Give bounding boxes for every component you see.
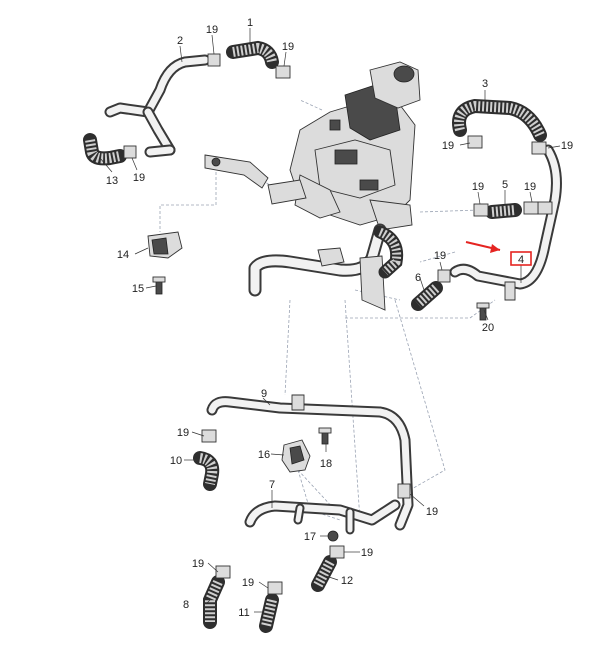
leader-lines — [99, 28, 561, 613]
callout-19-i: 19 — [177, 427, 189, 439]
callout-3: 3 — [482, 78, 488, 90]
part-14-holder — [147, 231, 183, 259]
callout-19-j: 19 — [426, 506, 438, 518]
callout-19-h: 19 — [133, 172, 145, 184]
callout-11: 11 — [238, 607, 249, 619]
expansion-tank-assembly — [204, 61, 421, 311]
part-17-nut — [327, 530, 339, 542]
callout-15: 15 — [132, 283, 144, 295]
callout-19-g: 19 — [434, 250, 446, 262]
callout-19-l: 19 — [192, 558, 204, 570]
callout-20: 20 — [482, 322, 494, 334]
highlight-box — [510, 251, 532, 266]
part-4-pipe — [449, 144, 562, 301]
part-16-clip — [281, 439, 311, 473]
callout-12: 12 — [341, 575, 353, 587]
callout-19-b: 19 — [282, 41, 294, 53]
callout-10: 10 — [170, 455, 182, 467]
part-7-pipe — [244, 499, 401, 535]
part-10-hose — [193, 451, 220, 491]
callout-1: 1 — [247, 17, 253, 29]
callout-19-m: 19 — [242, 577, 254, 589]
callout-6: 6 — [415, 272, 421, 284]
callout-19-f: 19 — [524, 181, 536, 193]
part-1-hose — [226, 40, 279, 69]
callout-19-a: 19 — [206, 24, 218, 36]
callout-18: 18 — [320, 458, 332, 470]
callout-17: 17 — [304, 531, 316, 543]
callout-19-k: 19 — [361, 547, 373, 559]
callout-16: 16 — [258, 449, 270, 461]
callout-14: 14 — [117, 249, 129, 261]
callout-5: 5 — [502, 179, 508, 191]
bolts — [152, 276, 490, 542]
callout-19-e: 19 — [472, 181, 484, 193]
part-18-bolt — [321, 431, 329, 445]
part-9-pipe — [206, 394, 414, 531]
callout-labels: 1 2 19 19 3 19 19 5 19 19 4 19 6 20 19 1… — [106, 17, 573, 619]
part-2-pipe — [104, 54, 211, 158]
callout-2: 2 — [177, 35, 183, 47]
hose-clamps — [123, 53, 547, 595]
callout-8: 8 — [183, 599, 189, 611]
callout-7: 7 — [269, 479, 275, 491]
callout-19-c: 19 — [442, 140, 454, 152]
callout-13: 13 — [106, 175, 118, 187]
highlight-marker — [465, 241, 532, 266]
part-3-hose — [452, 98, 547, 142]
part-6-hose — [411, 281, 443, 311]
callout-19-d: 19 — [561, 140, 573, 152]
callout-4: 4 — [518, 254, 524, 266]
part-13-hose — [83, 133, 127, 166]
callout-9: 9 — [261, 388, 267, 400]
part-5-hose — [485, 201, 553, 219]
